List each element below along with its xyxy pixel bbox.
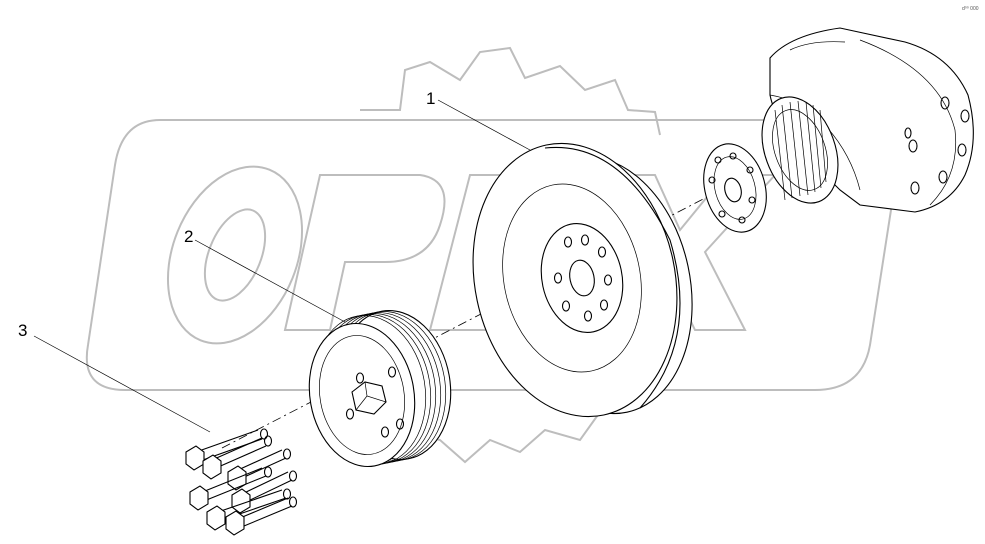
housing-holes xyxy=(904,96,970,195)
leader-line-1 xyxy=(437,99,531,151)
leader-line-2 xyxy=(194,239,346,323)
leader-line-3 xyxy=(33,335,211,433)
bolts-part-3 xyxy=(185,428,298,536)
gear-teeth xyxy=(774,100,827,201)
crankshaft-housing xyxy=(703,27,974,233)
callout-label-2: 2 xyxy=(184,227,193,246)
callout-label-1: 1 xyxy=(426,89,435,108)
damper-part-1 xyxy=(472,142,693,418)
damper-bolt-holes xyxy=(553,234,613,322)
hub-holes xyxy=(708,152,756,224)
corner-code: d⁰⁰ 000 xyxy=(962,6,979,12)
callout-label-3: 3 xyxy=(18,321,27,340)
pulley-part-2 xyxy=(308,309,452,468)
pulley-holes xyxy=(345,366,405,438)
